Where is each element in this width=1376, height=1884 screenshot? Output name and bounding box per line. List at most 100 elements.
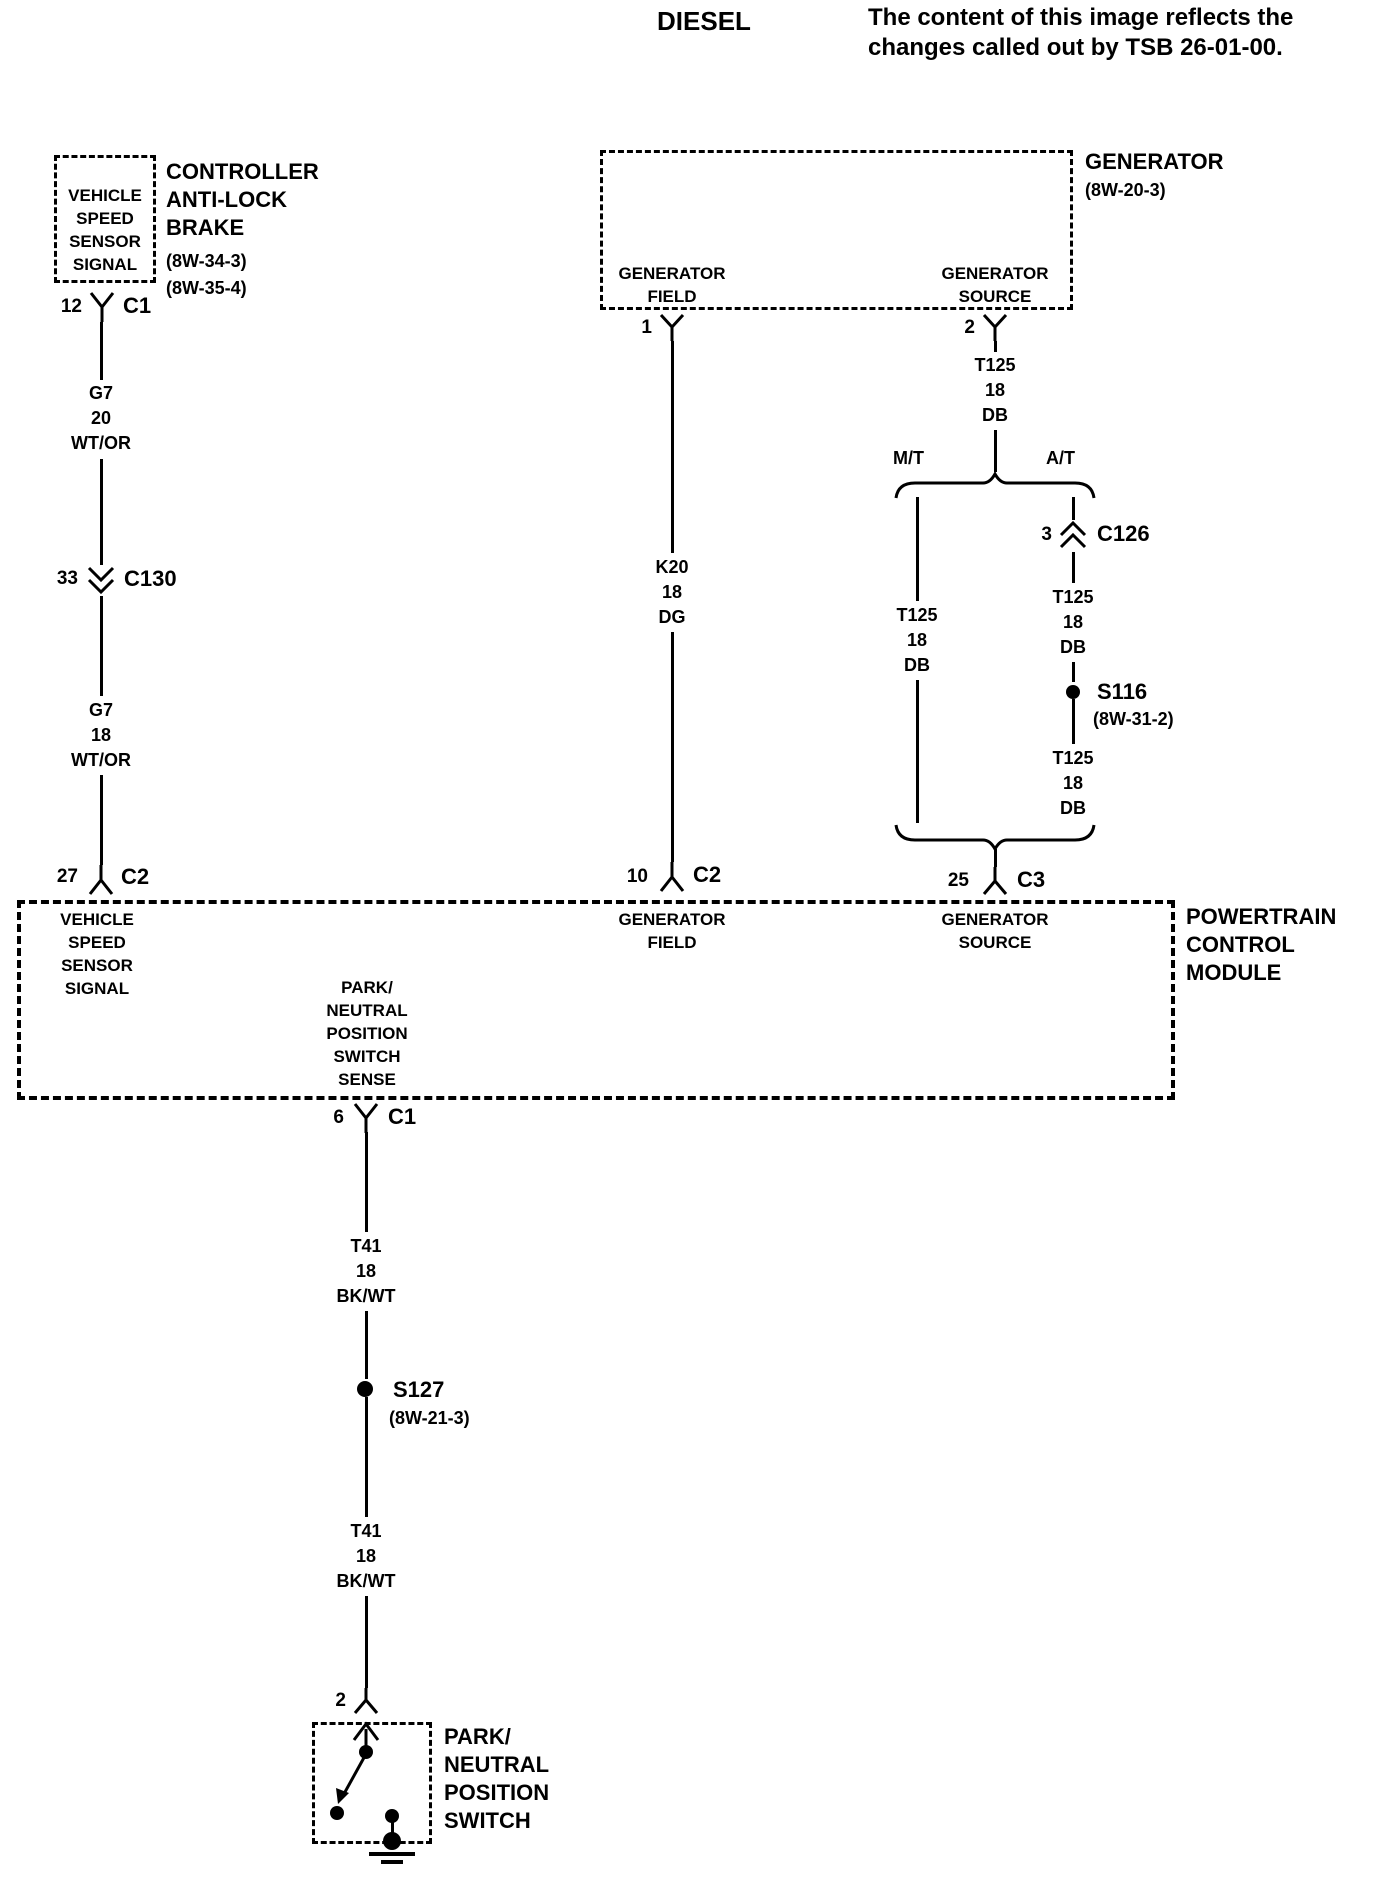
connector-y-icon <box>982 313 1008 341</box>
tsb-note-line2: changes called out by TSB 26-01-00. <box>868 34 1283 61</box>
label-line: SENSOR <box>61 956 133 975</box>
label-line: SENSE <box>338 1070 396 1089</box>
wire-label-g7-18: G7 18 WT/OR <box>55 698 147 773</box>
label-line: VEHICLE <box>60 910 134 929</box>
ground-dot <box>383 1832 401 1850</box>
wire-code: T125 <box>1052 748 1094 768</box>
pcm-c1-label: C1 <box>388 1104 417 1129</box>
c126-label: C126 <box>1097 521 1150 546</box>
abs-module-refs: (8W-34-3) (8W-35-4) <box>166 248 247 302</box>
pcm-title-line: CONTROL <box>1186 932 1295 957</box>
generator-field-pin: 1 <box>641 317 652 338</box>
wire-gauge: 18 <box>1062 773 1084 793</box>
connector-inverted-y-icon <box>982 867 1008 895</box>
ground-icon <box>381 1860 403 1864</box>
wire-label-t125-mt: T125 18 DB <box>873 603 961 678</box>
pcm-title-line: MODULE <box>1186 960 1282 985</box>
wire-color: DB <box>982 405 1008 425</box>
wire-segment <box>915 680 919 823</box>
wire-label-g7-20: G7 20 WT/OR <box>55 381 147 456</box>
wire-color: DB <box>904 655 930 675</box>
label-line: GENERATOR <box>618 264 726 283</box>
wire-color: WT/OR <box>71 750 131 770</box>
c130-label: C130 <box>124 566 177 591</box>
label-line: SIGNAL <box>64 979 130 998</box>
switch-contact-dot <box>359 1745 373 1759</box>
pcm-box <box>17 900 1175 1100</box>
label-line: GENERATOR <box>941 910 1049 929</box>
splice-s127-dot <box>357 1381 373 1397</box>
wire-segment <box>915 497 919 601</box>
pnp-title-line: POSITION <box>444 1780 550 1805</box>
wire-gauge: 20 <box>90 408 112 428</box>
abs-signal-box <box>54 155 156 283</box>
diagram-title: DIESEL <box>657 6 751 36</box>
wire-segment <box>364 1311 368 1379</box>
splice-s116-dot <box>1066 685 1080 699</box>
wire-label-t41-2: T41 18 BK/WT <box>322 1519 410 1594</box>
c130-pin: 33 <box>56 568 78 589</box>
wire-label-t125-top: T125 18 DB <box>951 353 1039 428</box>
pnp-title-line: SWITCH <box>444 1808 531 1833</box>
generator-source-pin: 2 <box>964 317 975 338</box>
splice-s127-label: S127 <box>393 1377 445 1402</box>
abs-c1-label: C1 <box>123 293 152 318</box>
label-line: SPEED <box>68 933 126 952</box>
wire-gauge: 18 <box>906 630 928 650</box>
wire-gauge: 18 <box>984 380 1006 400</box>
abs-module-title: CONTROLLER ANTI-LOCK BRAKE <box>166 158 319 242</box>
switch-contact-dot <box>330 1806 344 1820</box>
wire-color: WT/OR <box>71 433 131 453</box>
abs-ref-line: (8W-35-4) <box>166 278 247 298</box>
generator-title: GENERATOR <box>1085 149 1224 174</box>
abs-title-line: BRAKE <box>166 215 245 240</box>
merge-brace <box>894 824 1096 851</box>
pcm-vss-label: VEHICLE SPEED SENSOR SIGNAL <box>42 908 152 1000</box>
pcm-pnp-sense-label: PARK/ NEUTRAL POSITION SWITCH SENSE <box>308 976 426 1091</box>
wire-segment <box>364 1596 368 1688</box>
wire-segment <box>99 459 103 565</box>
switch-contact-dot <box>385 1809 399 1823</box>
wire-label-t125-at2: T125 18 DB <box>1029 746 1117 821</box>
inline-connector-down-icon <box>87 566 115 595</box>
connector-inverted-y-icon <box>659 862 685 892</box>
inline-connector-up-icon <box>1059 520 1087 549</box>
pcm-c3-label: C3 <box>1017 867 1046 892</box>
label-line: GENERATOR <box>941 264 1049 283</box>
wire-code: G7 <box>88 383 113 403</box>
wire-code: T125 <box>974 355 1016 375</box>
label-line: PARK/ <box>341 978 393 997</box>
pnp-title-line: PARK/ <box>444 1724 511 1749</box>
wire-segment <box>364 1132 368 1232</box>
abs-title-line: CONTROLLER <box>166 159 319 184</box>
wire-segment <box>1071 497 1075 520</box>
wire-segment <box>1071 552 1075 583</box>
pcm-c1-pin: 6 <box>333 1107 344 1128</box>
pcm-title: POWERTRAIN CONTROL MODULE <box>1186 903 1336 987</box>
branch-label-mt: M/T <box>893 448 924 468</box>
label-line: GENERATOR <box>618 910 726 929</box>
wire-segment <box>99 596 103 696</box>
label-line: NEUTRAL <box>326 1001 408 1020</box>
wire-segment <box>390 1820 394 1838</box>
split-brace <box>894 472 1096 499</box>
wire-segment <box>670 632 674 862</box>
splice-s116-label: S116 <box>1097 679 1148 704</box>
pcm-title-line: POWERTRAIN <box>1186 904 1337 929</box>
wire-gauge: 18 <box>661 582 683 602</box>
splice-s127-ref: (8W-21-3) <box>389 1408 470 1428</box>
branch-label-at: A/T <box>1046 448 1075 468</box>
wire-color: BK/WT <box>336 1571 396 1591</box>
generator-field-label: GENERATOR FIELD <box>608 262 736 308</box>
connector-inverted-y-icon <box>88 865 114 895</box>
wire-gauge: 18 <box>90 725 112 745</box>
abs-signal-label: VEHICLE SPEED SENSOR SIGNAL <box>57 184 153 276</box>
pcm-c2-pin-27: 27 <box>56 866 78 887</box>
abs-signal-line: SPEED <box>76 209 134 228</box>
pnp-switch-title: PARK/ NEUTRAL POSITION SWITCH <box>444 1723 549 1835</box>
pcm-gen-source-label: GENERATOR SOURCE <box>928 908 1062 954</box>
wire-gauge: 18 <box>1062 612 1084 632</box>
wire-label-t41-1: T41 18 BK/WT <box>322 1234 410 1309</box>
wire-segment <box>1071 662 1075 682</box>
